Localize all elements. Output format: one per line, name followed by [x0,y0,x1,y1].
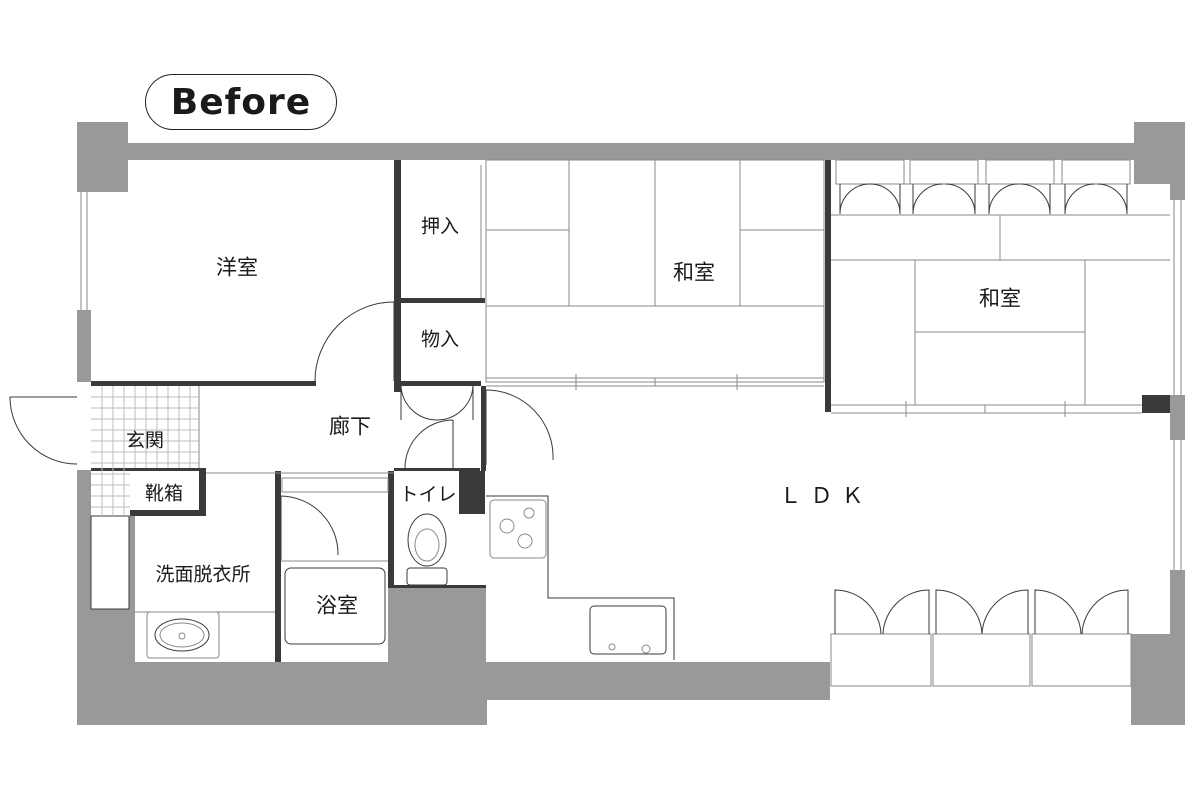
room-label-japanese-room-1: 和室 [673,260,715,285]
before-badge: Before [145,74,337,130]
pillar-top-right [1134,122,1185,184]
room-label-oshiire: 押入 [420,215,460,238]
room-label-shoe-cabinet: 靴箱 [144,482,184,505]
wall-top [128,143,1134,160]
pillar-bottom-right [1131,634,1185,725]
doors [9,183,1129,635]
room-label-toilet: トイレ [399,483,457,506]
room-label-entrance: 玄関 [125,429,165,452]
room-label-washroom: 洗面脱衣所 [155,563,251,586]
wall-bath-core [388,588,486,662]
room-label-bathroom: 浴室 [316,593,358,618]
room-label-hallway: 廊下 [329,414,371,439]
interior-walls [91,160,1170,662]
wall-bottom [147,662,830,700]
room-label-ldk: ＬＤＫ [779,484,873,509]
room-label-monoire: 物入 [420,328,460,351]
pillar-top-left [77,122,128,192]
room-label-japanese-room-2: 和室 [979,286,1021,311]
thin-lines [91,159,1170,687]
windows [80,192,1182,610]
structural-walls [77,122,1185,725]
wall-left-lower [77,470,91,725]
room-label-western-room: 洋室 [216,255,258,280]
